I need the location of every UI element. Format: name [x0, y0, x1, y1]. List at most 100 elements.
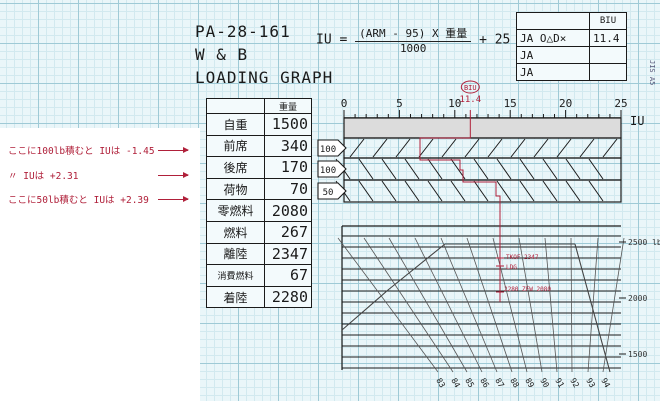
envelope-annotation: TKOF 2347 — [506, 254, 539, 261]
band-hatch — [372, 138, 388, 158]
row-weight: 70 — [264, 177, 312, 201]
envelope-annotation: 2280 ZFW 2080 — [504, 286, 551, 293]
row-label: 自重 — [206, 113, 265, 136]
station-band — [343, 179, 622, 203]
station-bands: 100 100 50 — [317, 117, 622, 203]
arm-label: 92 — [568, 377, 581, 390]
iu-axis-label: IU — [630, 114, 644, 128]
biu-reg: JA — [516, 63, 590, 81]
weight-label: 2500 lbs — [628, 238, 660, 247]
formula-tail: + 25 — [479, 32, 511, 48]
iu-tick-label: 20 — [559, 97, 572, 110]
row-weight: 2080 — [264, 199, 312, 222]
arm-line — [388, 237, 468, 373]
formula-denominator: 1000 — [399, 42, 427, 55]
station-box — [317, 139, 347, 157]
arm-line — [544, 237, 558, 373]
iu-tick-label: 15 — [504, 97, 517, 110]
iu-tick-label: 25 — [614, 97, 627, 110]
row-weight: 170 — [264, 156, 312, 179]
arm-label: 86 — [478, 377, 491, 390]
arm-label: 91 — [553, 377, 566, 390]
row-weight: 2347 — [264, 242, 312, 266]
note-arrow — [158, 147, 189, 153]
note-front-seat: ここに100lb積むと IUは -1.45 — [8, 146, 155, 157]
arm-label: 94 — [599, 377, 612, 390]
station-box-label: 100 — [320, 145, 336, 155]
band-hatch — [519, 180, 535, 202]
arm-line — [602, 237, 625, 373]
weight-label: 2000 — [628, 294, 647, 303]
biu-circle — [460, 80, 480, 94]
arm-line — [518, 237, 543, 373]
arm-label: 83 — [434, 377, 447, 390]
row-weight: 67 — [264, 264, 312, 287]
band-hatch — [427, 158, 443, 180]
row-weight: 267 — [264, 220, 312, 244]
station-band — [343, 157, 622, 181]
loading-path-line — [419, 110, 501, 302]
band-hatch — [404, 180, 420, 202]
arm-line — [570, 237, 573, 373]
biu-value — [589, 63, 627, 81]
biu-reg: JA O△D× — [516, 29, 590, 47]
band-hatch — [542, 158, 558, 180]
arm-label: 87 — [493, 377, 506, 390]
iu-tick-label: 10 — [448, 97, 461, 110]
station-box-label: 50 — [323, 188, 334, 198]
band-hatch — [519, 158, 535, 180]
row-weight: 1500 — [264, 113, 312, 136]
arm-label: 89 — [523, 377, 536, 390]
row-label: 燃料 — [206, 220, 265, 244]
band-hatch — [510, 138, 526, 158]
biu-table: BIU JA O△D×11.4 JA JA — [516, 12, 627, 81]
band-hatch — [588, 158, 604, 180]
weight-label: 1500 — [628, 350, 647, 359]
notes-panel — [0, 128, 200, 401]
band-hatch — [533, 138, 549, 158]
arm-line — [363, 237, 454, 373]
row-label: 荷物 — [206, 177, 265, 201]
band-hatch — [565, 158, 581, 180]
arm-line — [492, 237, 528, 373]
arm-label: 88 — [508, 377, 521, 390]
band-hatch — [542, 180, 558, 202]
band-hatch — [349, 138, 365, 158]
paper-size-label: JIS A5 — [648, 60, 656, 86]
band-hatch — [441, 138, 457, 158]
model-title: PA-28-161 — [195, 22, 291, 41]
arm-label: 93 — [584, 377, 597, 390]
title-block: PA-28-161 W & B LOADING GRAPH — [195, 22, 333, 87]
row-label: 後席 — [206, 156, 265, 179]
formula-fraction: (ARM - 95) X 重量 1000 — [355, 25, 472, 55]
formula-lhs: IU = — [316, 32, 348, 48]
iu-tick-label: 0 — [341, 97, 348, 110]
note-baggage: ここに50lb積むと IUは +2.39 — [8, 195, 149, 206]
arm-label: 85 — [463, 377, 476, 390]
note-arrow — [158, 196, 189, 202]
band-hatch — [381, 180, 397, 202]
biu-marker-value: 11.4 — [459, 95, 481, 105]
arm-line — [466, 237, 513, 373]
graph-title: LOADING GRAPH — [195, 68, 334, 87]
note-rear-seat: 〃 IUは +2.31 — [8, 171, 79, 182]
arm-label: 84 — [449, 377, 462, 390]
station-box-label: 100 — [320, 166, 336, 176]
band-hatch — [473, 158, 489, 180]
empty-weight-band — [343, 117, 622, 139]
note-arrow — [158, 172, 189, 178]
band-hatch — [381, 158, 397, 180]
band-hatch — [579, 138, 595, 158]
envelope-boundary — [341, 243, 446, 331]
biu-marker-label: BIU — [464, 84, 477, 92]
band-hatch — [565, 180, 581, 202]
band-hatch — [487, 138, 503, 158]
row-label: 着陸 — [206, 285, 265, 309]
band-hatch — [450, 180, 466, 202]
station-box — [317, 182, 347, 200]
